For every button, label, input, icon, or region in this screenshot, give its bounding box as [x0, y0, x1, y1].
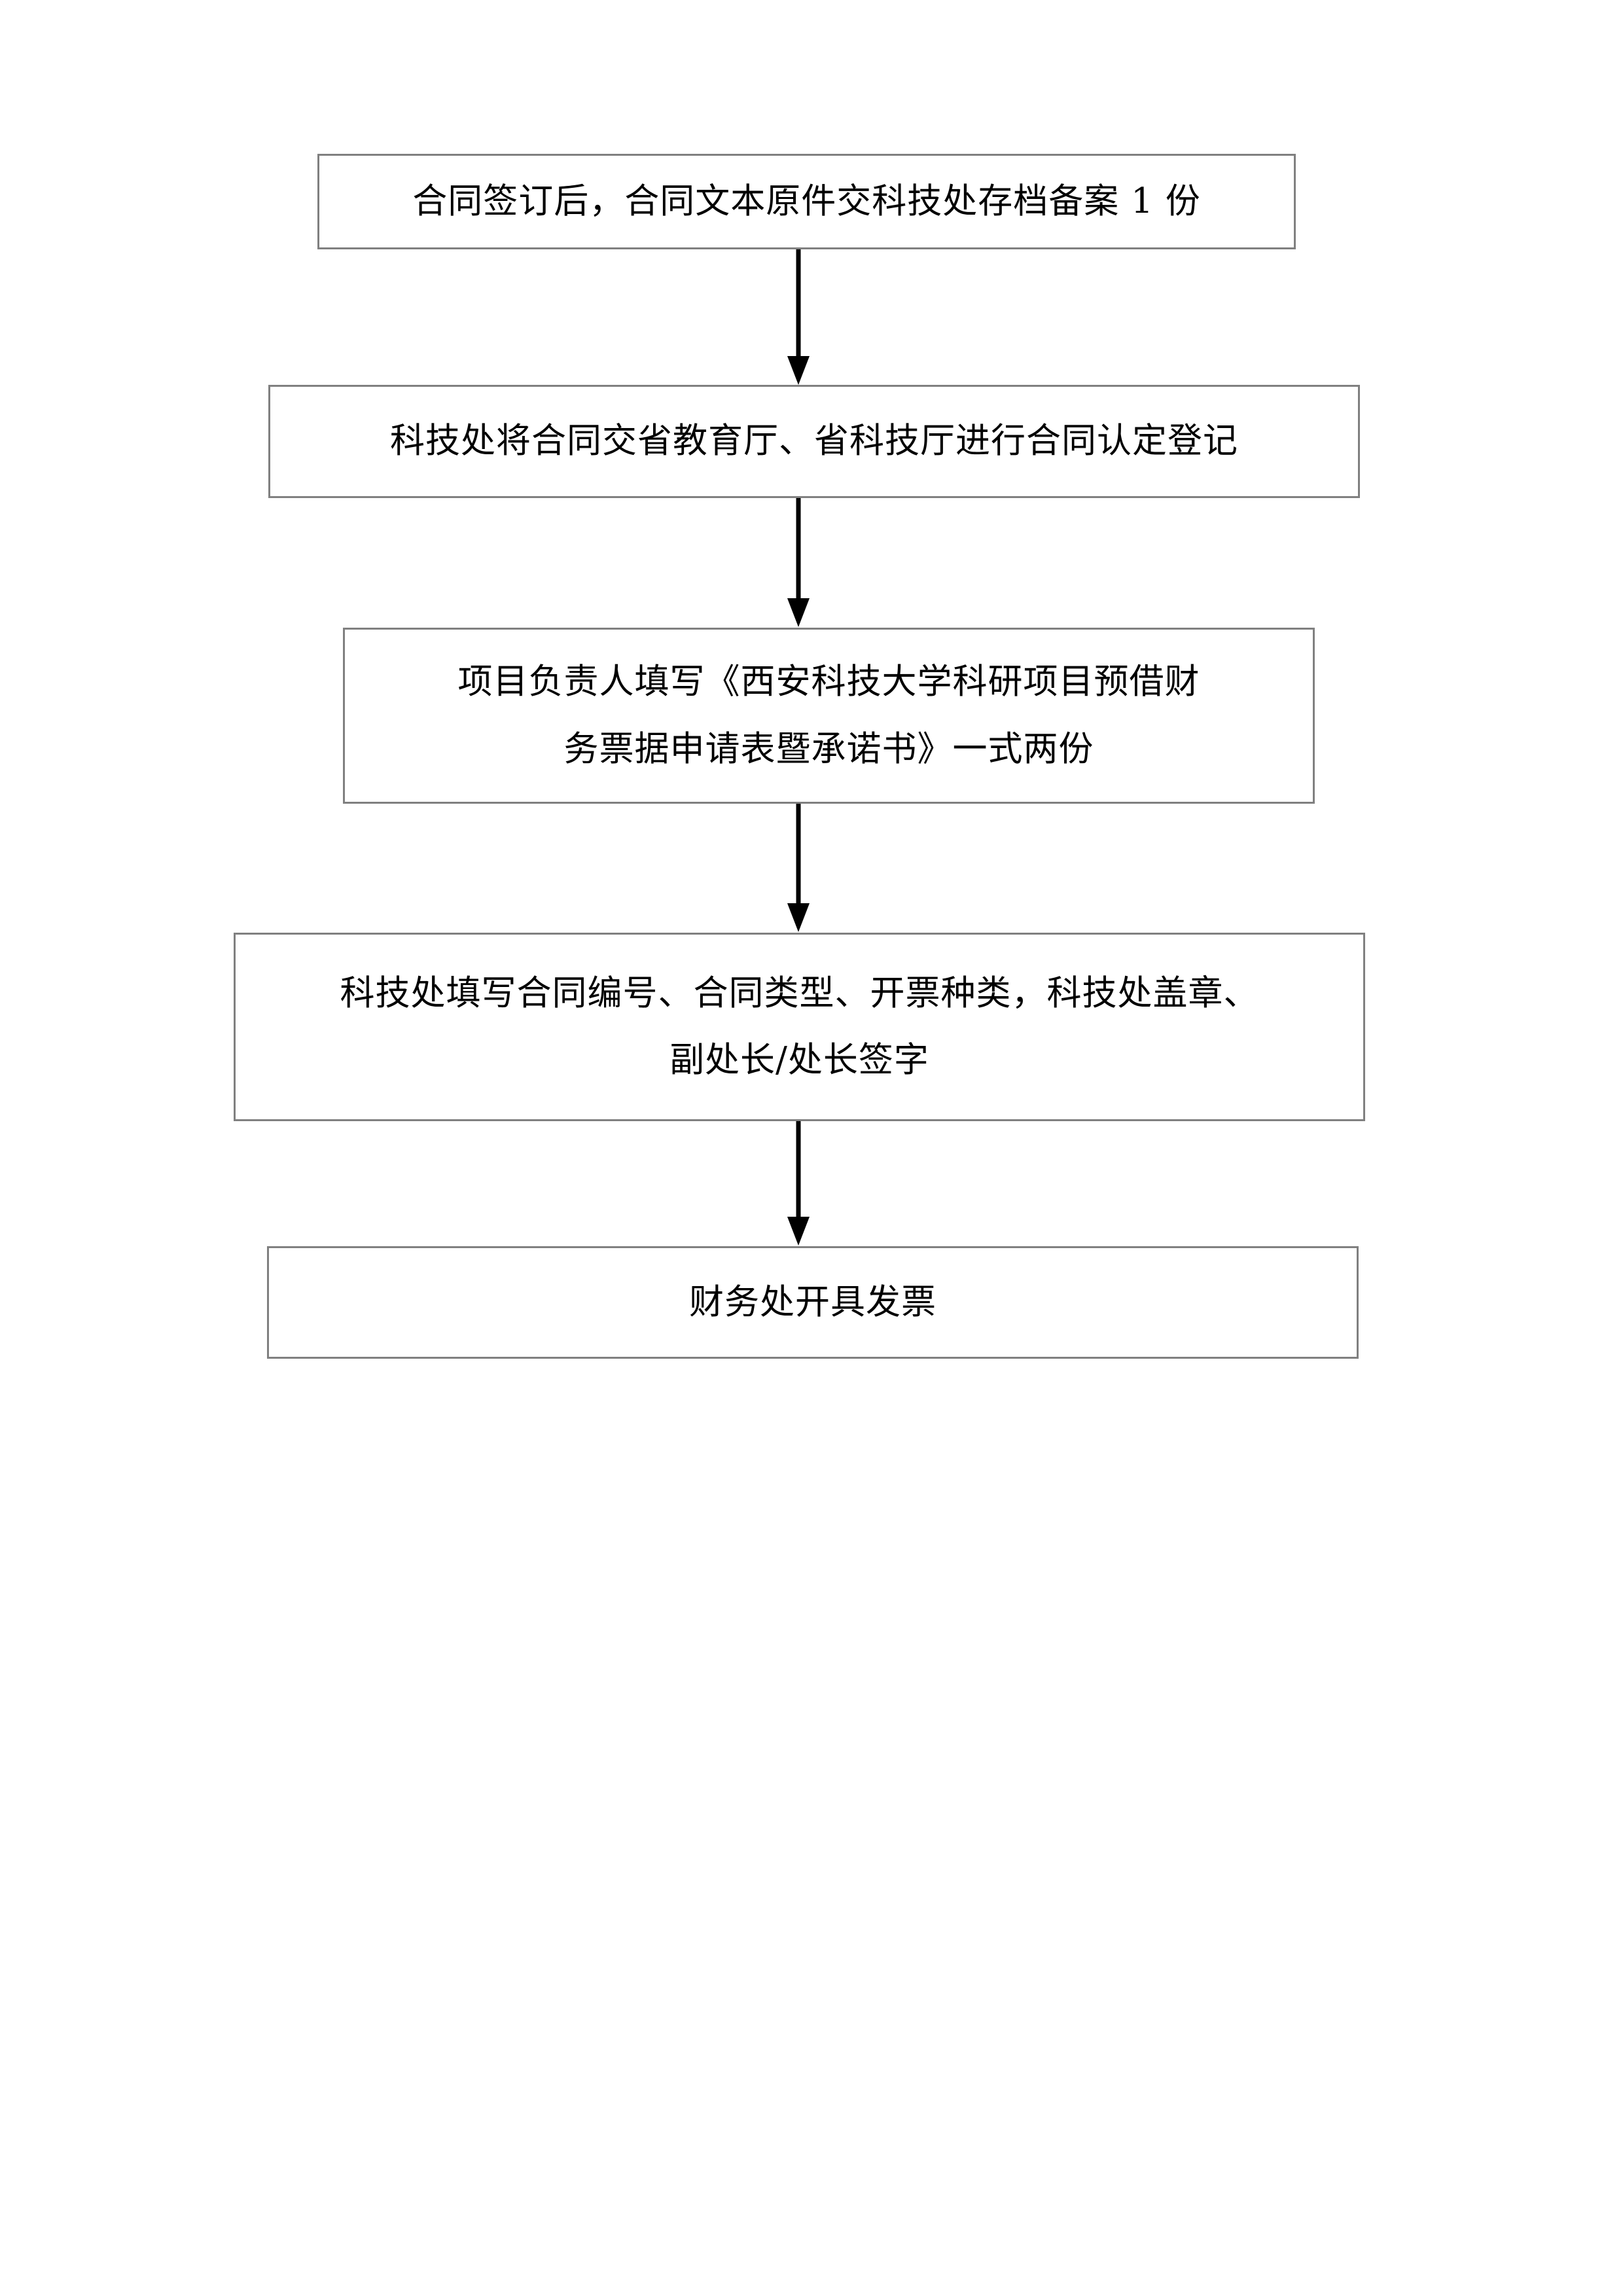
flow-node-1-line-1: 合同签订后，合同文本原件交科技处存档备案 1 份: [412, 181, 1201, 221]
flow-connector-3: [785, 804, 812, 933]
flow-node-3-line-2: 务票据申请表暨承诺书》一式两份: [563, 728, 1094, 769]
flow-node-4-line-1: 科技处填写合同编号、合同类型、开票种类，科技处盖章、: [340, 973, 1259, 1013]
flow-node-2[interactable]: 科技处将合同交省教育厅、省科技厅进行合同认定登记: [268, 385, 1360, 498]
flow-node-4[interactable]: 科技处填写合同编号、合同类型、开票种类，科技处盖章、 副处长/处长签字: [234, 933, 1365, 1121]
flow-node-4-line-2: 副处长/处长签字: [669, 1040, 929, 1080]
flow-connector-2: [785, 498, 812, 628]
flow-node-3-line-1: 项目负责人填写《西安科技大学科研项目预借财: [457, 662, 1200, 702]
flow-node-1[interactable]: 合同签订后，合同文本原件交科技处存档备案 1 份: [317, 154, 1296, 249]
flow-connector-1: [785, 249, 812, 386]
flow-node-2-line-1: 科技处将合同交省教育厅、省科技厅进行合同认定登记: [390, 421, 1238, 461]
flow-node-5[interactable]: 财务处开具发票: [267, 1246, 1359, 1359]
flow-node-3[interactable]: 项目负责人填写《西安科技大学科研项目预借财 务票据申请表暨承诺书》一式两份: [343, 628, 1315, 804]
flow-connector-4: [785, 1121, 812, 1246]
flow-node-5-line-1: 财务处开具发票: [689, 1282, 936, 1322]
